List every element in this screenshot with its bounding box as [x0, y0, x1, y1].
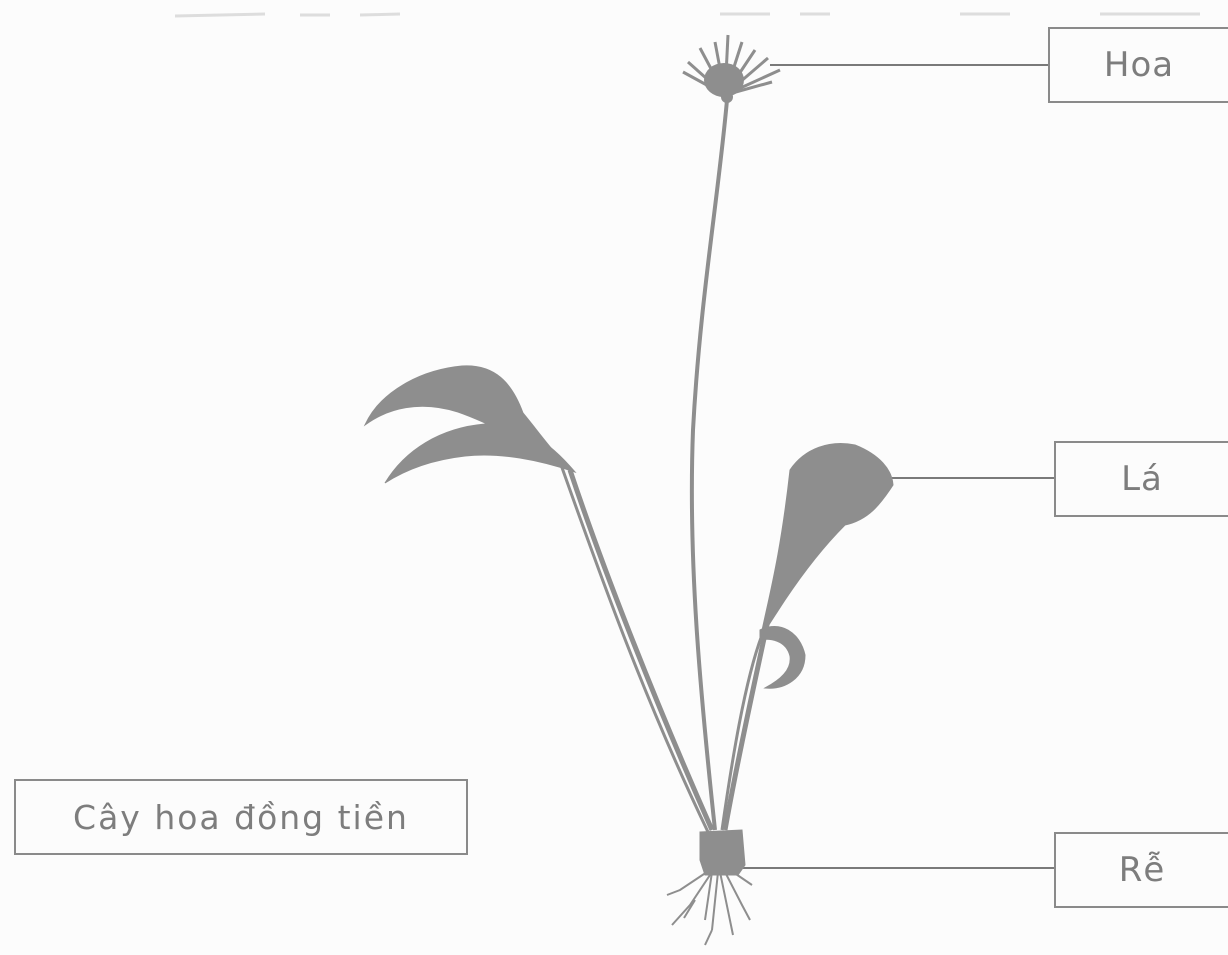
title-box: Cây hoa đồng tiền — [14, 779, 468, 855]
leaf-label: Lá — [1121, 459, 1163, 499]
flower-label: Hoa — [1104, 45, 1174, 85]
right-petiole — [725, 490, 792, 830]
curled-leaf — [760, 626, 805, 688]
roots — [667, 870, 752, 945]
root-label: Rễ — [1119, 850, 1166, 890]
leader-lines — [742, 65, 1054, 868]
root-label-box: Rễ — [1054, 832, 1228, 908]
left-lower-leaf — [385, 424, 575, 483]
flower-receptacle — [721, 91, 733, 103]
leaf-label-box: Lá — [1054, 441, 1228, 517]
right-leaf — [760, 444, 893, 640]
flower-label-box: Hoa — [1048, 27, 1228, 103]
figure-title: Cây hoa đồng tiền — [73, 798, 409, 837]
plant-crown — [700, 830, 745, 875]
flower-stalk — [692, 100, 727, 830]
scan-artifacts — [175, 14, 1200, 16]
